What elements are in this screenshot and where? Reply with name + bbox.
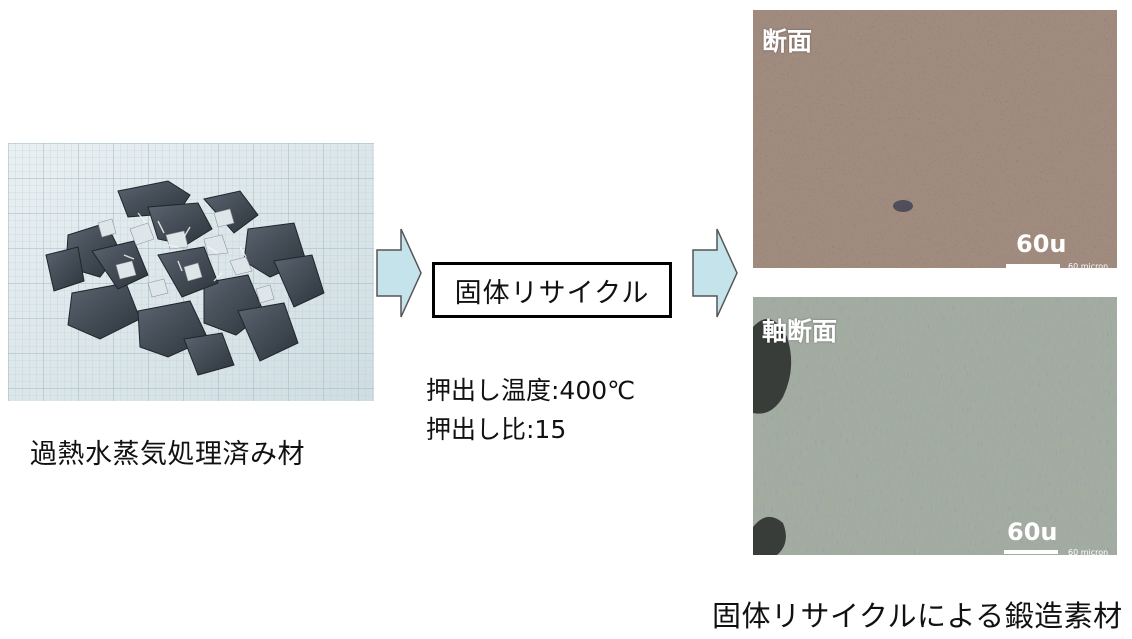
cross-section-label: 断面 <box>762 27 813 56</box>
solid-recycling-process-box: 固体リサイクル <box>432 262 672 318</box>
scale-bar-label: 60u <box>1007 518 1058 546</box>
scrap-material-photo <box>8 143 374 401</box>
scale-bar <box>1004 550 1058 554</box>
scale-bar <box>1006 264 1060 268</box>
extrusion-temperature-condition: 押出し温度:400℃ <box>426 376 636 405</box>
cross-section-micrograph <box>753 10 1117 268</box>
axial-section-label: 軸断面 <box>762 317 838 346</box>
scale-bar-label: 60u <box>1016 230 1067 258</box>
forging-material-caption: 固体リサイクルによる鍛造素材 <box>712 599 1123 633</box>
right-arrow-icon <box>692 228 738 318</box>
extrusion-ratio-condition: 押出し比:15 <box>426 415 567 444</box>
scale-unit-text: 60 micron <box>1068 548 1109 557</box>
scrap-material-caption: 過熱水蒸気処理済み材 <box>30 439 305 470</box>
scale-unit-text: 60 micron <box>1068 262 1109 271</box>
axial-section-micrograph <box>753 297 1117 555</box>
right-arrow-icon <box>376 228 422 318</box>
